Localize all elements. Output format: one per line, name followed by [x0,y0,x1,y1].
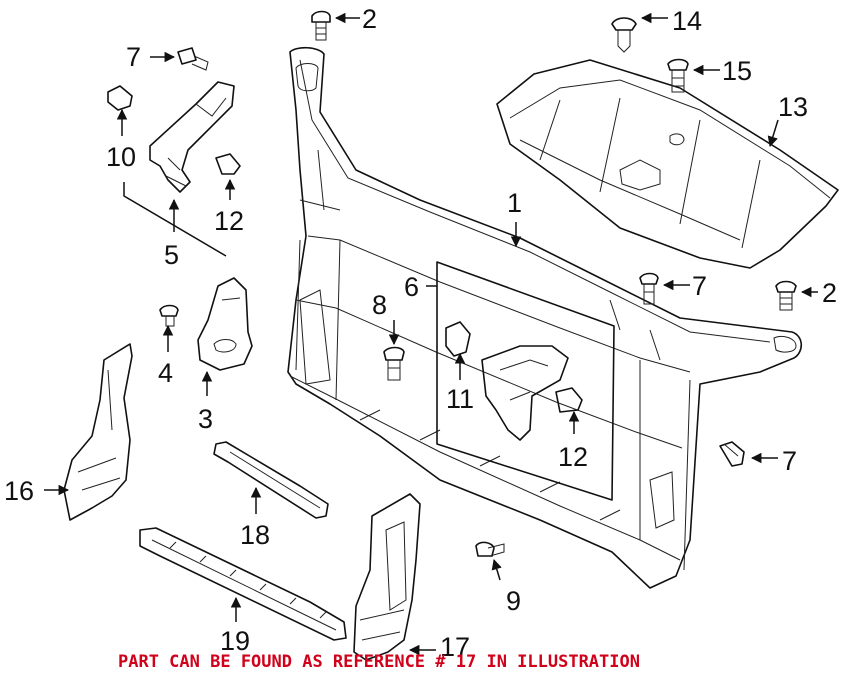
strip-19 [139,527,347,641]
callout-5: 5 [164,240,179,270]
strip-18 [213,441,329,519]
callout-6: 6 [404,272,419,302]
callout-8: 8 [372,290,387,320]
callout-11: 11 [446,384,474,414]
callout-14: 14 [672,6,702,36]
upper-bracket [149,81,235,193]
bolt-7-right-upper [639,272,659,305]
clip-10 [107,85,133,111]
bracket-3 [197,277,253,371]
callout-2-top: 2 [362,4,377,34]
callout-19: 19 [220,626,250,656]
engine-cover [496,59,839,269]
callout-7-right-upper: 7 [692,271,707,301]
reference-caption: PART CAN BE FOUND AS REFERENCE # 17 IN I… [118,652,640,672]
deflector-16 [63,343,133,521]
inset-box-6 [436,261,615,501]
bolt-9 [475,541,505,557]
radiator-support-panel [287,46,803,589]
callout-4: 4 [158,358,173,388]
clip-12-upper [215,153,241,175]
callout-12-lower: 12 [558,442,588,472]
leader-lines [44,12,818,656]
deflector-17 [353,493,421,661]
callout-12-upper: 12 [214,206,244,236]
callout-3: 3 [198,404,213,434]
callout-10: 10 [106,142,136,172]
bolt-4 [159,304,179,327]
callout-9: 9 [506,586,521,616]
clip-14 [611,17,637,53]
callout-7-upper-left: 7 [126,42,141,72]
callout-17: 17 [440,632,470,662]
bolt-7-upper-left [177,47,209,71]
bolt-7-right-lower [719,441,745,467]
bolt-15 [667,58,689,93]
callout-13: 13 [778,92,808,122]
callout-2-right: 2 [822,278,837,308]
bolt-8 [383,346,405,381]
callout-1: 1 [507,188,522,218]
callout-labels: 2 7 10 12 5 1 6 14 15 13 7 2 8 11 12 7 4… [4,4,837,662]
callout-15: 15 [722,56,752,86]
bolt-2-top [311,10,331,41]
bolt-2-right [775,280,797,311]
callout-7-right-lower: 7 [782,446,797,476]
callout-18: 18 [240,520,270,550]
callout-16: 16 [4,476,34,506]
